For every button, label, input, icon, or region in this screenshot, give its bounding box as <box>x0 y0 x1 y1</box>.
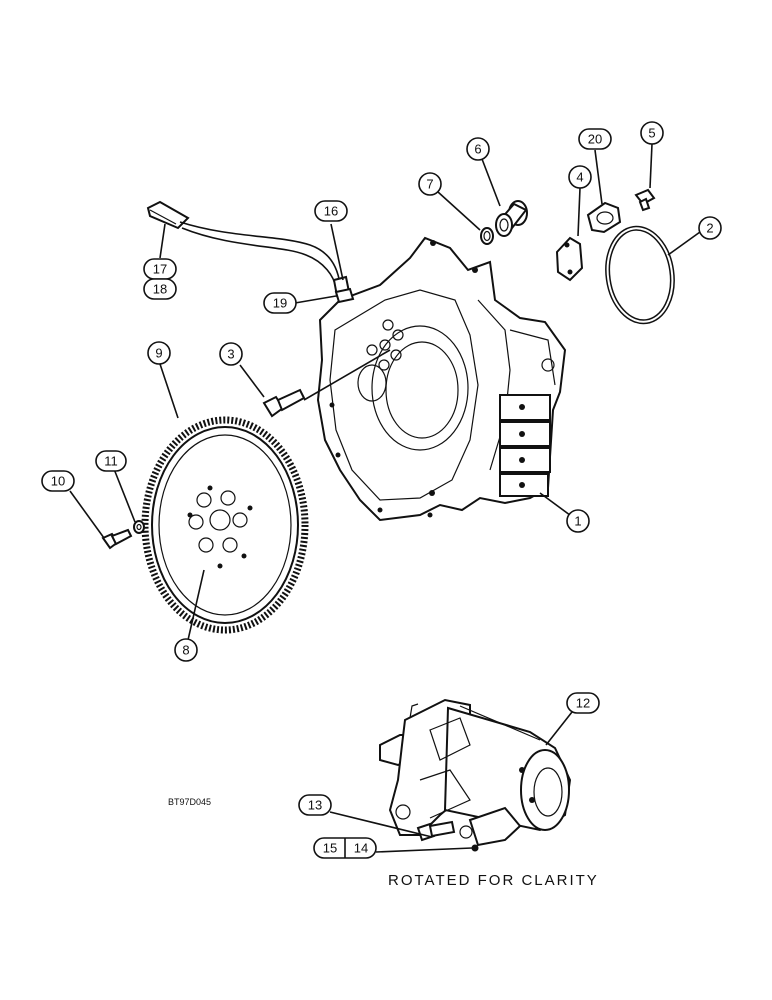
callout-6-label: 6 <box>474 142 481 157</box>
flywheel-housing <box>316 236 567 522</box>
callout-1-label: 1 <box>574 514 581 529</box>
callout-13-label: 13 <box>308 798 322 813</box>
callout-9: 9 <box>147 341 171 365</box>
callout-17-18: 17 18 <box>143 258 177 300</box>
callout-15-14: 15 14 <box>313 837 377 859</box>
callout-16-label: 16 <box>324 204 338 219</box>
flywheel <box>141 416 309 634</box>
callout-19: 19 <box>263 292 297 314</box>
callout-14-label: 14 <box>354 841 368 856</box>
callout-17-label: 17 <box>153 262 167 277</box>
callout-1: 1 <box>566 509 590 533</box>
starter-motor <box>379 698 572 852</box>
callout-2-label: 2 <box>706 221 713 236</box>
gasket <box>586 201 622 234</box>
callout-5: 5 <box>640 121 664 145</box>
callout-13: 13 <box>298 794 332 816</box>
callout-9-label: 9 <box>155 346 162 361</box>
plug-seal <box>495 200 528 237</box>
callout-4-label: 4 <box>576 170 583 185</box>
o-ring-large <box>605 225 675 325</box>
callout-5-label: 5 <box>648 126 655 141</box>
speed-sensor-harness <box>146 200 355 304</box>
figure-code: BT97D045 <box>168 797 212 807</box>
callout-16: 16 <box>314 200 348 222</box>
callout-18-label: 18 <box>153 282 167 297</box>
callout-10: 10 <box>41 470 75 492</box>
callout-15-label: 15 <box>323 841 337 856</box>
callout-10-label: 10 <box>51 474 65 489</box>
callout-20-label: 20 <box>588 132 602 147</box>
callout-20: 20 <box>578 128 612 150</box>
callout-8: 8 <box>174 638 198 662</box>
callout-3: 3 <box>219 342 243 366</box>
washer <box>133 520 145 534</box>
callout-7: 7 <box>418 172 442 196</box>
cover-plate <box>555 236 584 282</box>
caption-rotated: ROTATED FOR CLARITY <box>388 872 599 889</box>
o-ring-small <box>480 227 494 245</box>
callout-11: 11 <box>95 450 127 472</box>
housing-bolt <box>262 388 306 418</box>
callout-7-label: 7 <box>426 177 433 192</box>
callout-8-label: 8 <box>182 643 189 658</box>
callout-11-label: 11 <box>104 454 118 469</box>
callout-12: 12 <box>566 692 600 714</box>
callout-4: 4 <box>568 165 592 189</box>
cap-screw <box>634 188 656 212</box>
callout-2: 2 <box>698 216 722 240</box>
callout-6: 6 <box>466 137 490 161</box>
callout-12-label: 12 <box>576 696 590 711</box>
callout-3-label: 3 <box>227 347 234 362</box>
housing-bolt-pattern <box>366 319 404 371</box>
callout-19-label: 19 <box>273 296 287 311</box>
flywheel-bolt <box>101 528 133 550</box>
